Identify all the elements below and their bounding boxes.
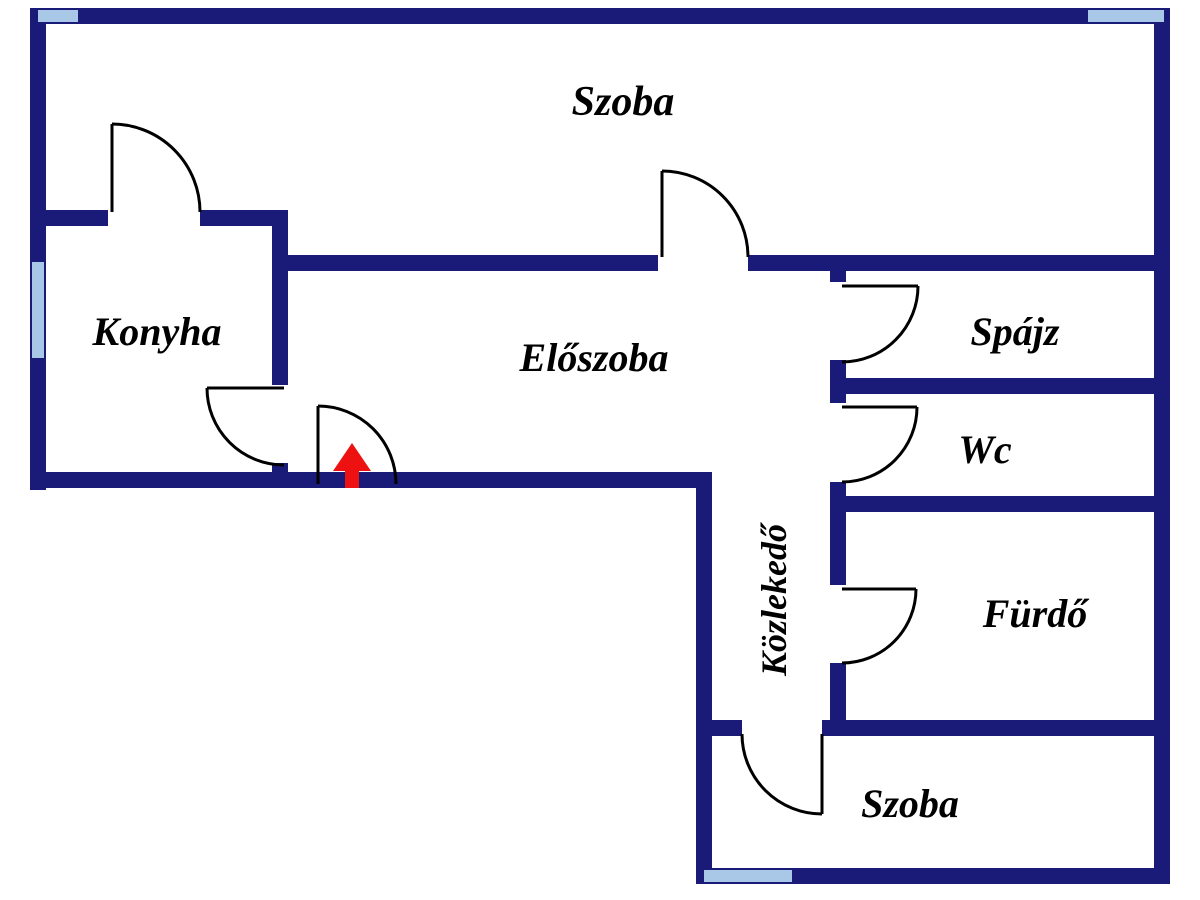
room-label-spajz: Spájz <box>971 309 1060 354</box>
window-top-left <box>38 10 78 22</box>
walls <box>30 8 1170 884</box>
room-labels: Szoba Konyha Előszoba Spájz Wc Fürdő Köz… <box>92 79 1091 826</box>
wall-outer-top <box>30 8 1170 24</box>
entrance-arrow-head <box>333 443 371 471</box>
wall-eloszoba-top-a <box>272 255 658 271</box>
wall-szoba-bottom-top-stub <box>712 720 742 736</box>
door-arc-furdo <box>841 588 918 665</box>
wall-corridor-left <box>696 472 712 884</box>
room-label-furdo: Fürdő <box>982 591 1090 636</box>
door-arc-szoba-top <box>661 169 750 258</box>
wall-spajz-wc-divider <box>830 378 1154 394</box>
windows <box>32 10 1164 882</box>
wall-konyha-right-b <box>272 463 288 488</box>
entrance-arrow-stem <box>345 469 359 488</box>
door-arc-konyha-szoba <box>111 122 202 213</box>
wall-right-col-d <box>830 663 846 736</box>
door-arc-konyha <box>205 387 285 467</box>
doors <box>110 122 920 816</box>
room-label-szoba-top: Szoba <box>572 79 675 125</box>
wall-right-col-a <box>830 255 846 282</box>
wall-outer-bottom <box>696 868 1170 884</box>
wall-konyha-right-a <box>272 210 288 385</box>
room-label-konyha: Konyha <box>92 309 222 354</box>
door-arc-szoba-bottom <box>740 733 823 816</box>
door-arc-entrance <box>317 404 398 485</box>
wall-wc-furdo-divider <box>830 496 1154 512</box>
wall-outer-right <box>1154 8 1170 884</box>
room-label-szoba-bottom: Szoba <box>861 781 959 826</box>
room-label-eloszoba: Előszoba <box>519 335 669 380</box>
wall-eloszoba-top-b <box>748 255 1154 271</box>
room-label-wc: Wc <box>958 427 1012 472</box>
door-arc-spajz <box>841 285 920 364</box>
wall-bottom-left-section <box>30 472 712 488</box>
door-arc-wc <box>841 406 919 484</box>
wall-outer-left <box>30 8 46 490</box>
window-top-right <box>1088 10 1164 22</box>
window-bottom-szoba <box>704 870 792 882</box>
room-label-kozlekedo: Közlekedő <box>754 522 794 677</box>
wall-konyha-top-a <box>46 210 108 226</box>
window-left-konyha <box>32 262 44 358</box>
entrance-arrow-icon <box>333 443 371 488</box>
wall-konyha-top-b <box>200 210 272 226</box>
wall-szoba-bottom-top-main <box>822 720 1154 736</box>
